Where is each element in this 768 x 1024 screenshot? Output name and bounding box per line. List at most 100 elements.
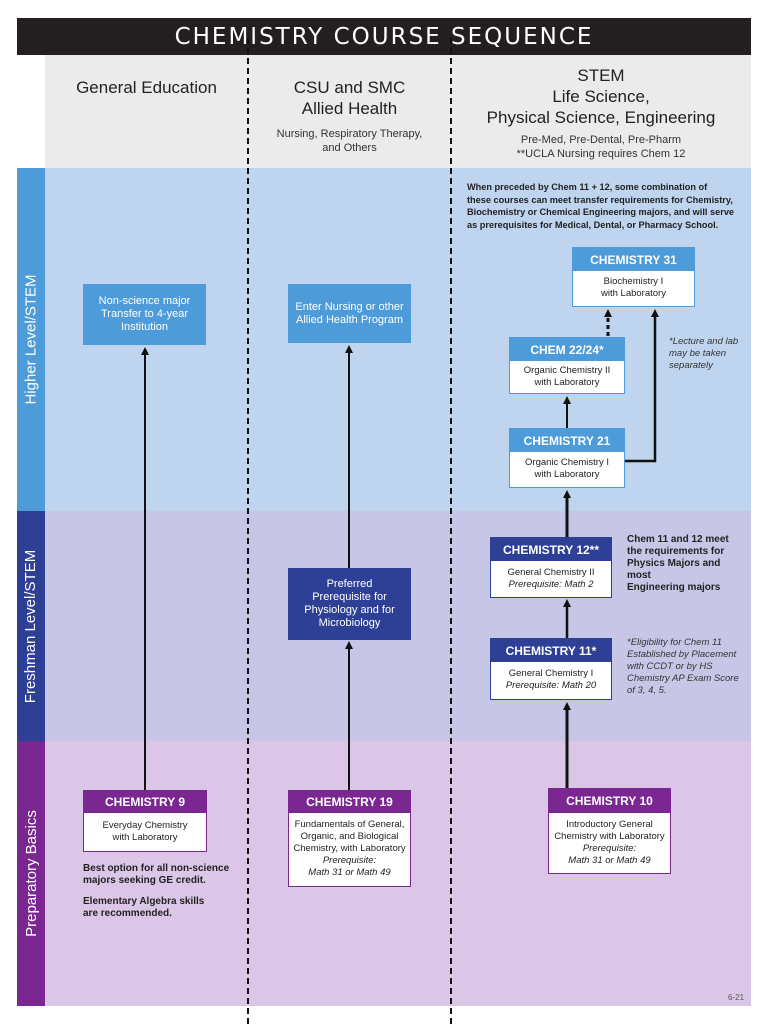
chem31-line2: with Laboratory [601,288,666,299]
note-eligibility: *Eligibility for Chem 11 Established by … [627,637,747,697]
box-chemistry-9: CHEMISTRY 9 Everyday Chemistry with Labo… [83,790,207,852]
title-bar: CHEMISTRY COURSE SEQUENCE [17,18,751,55]
box-chemistry-11: CHEMISTRY 11* General Chemistry I Prereq… [490,638,612,700]
chem21-line1: Organic Chemistry I [525,457,609,468]
chem10-line2: Chemistry with Laboratory [554,830,665,842]
stem-intro-line3: Biochemistry or Chemical Engineering maj… [467,207,735,217]
note-best-option: Best option for all non-science majors s… [83,863,243,887]
chem22-line2: with Laboratory [534,376,600,388]
stem-sub-2: **UCLA Nursing requires Chem 12 [516,148,686,160]
nursing-line2: Allied Health Program [296,313,403,326]
csu-sub-1: Nursing, Respiratory Therapy, [276,128,423,140]
box-nonscience-transfer: Non-science major Transfer to 4-year Ins… [83,284,206,345]
lecture-lab-line1: *Lecture and lab [669,336,739,347]
nonscience-line2: Transfer to 4-year [100,308,188,320]
note-lecture-lab: *Lecture and lab may be taken separately [669,336,749,372]
arrow-chem21-to-chem31 [623,309,659,463]
preferred-line4: Microbiology [318,617,381,629]
algebra-line2: are recommended. [83,908,172,919]
algebra-line1: Elementary Algebra skills [83,896,205,907]
chem19-line4: Prerequisite: [322,855,377,866]
eligibility-line2: Established by Placement [627,649,737,660]
box-preferred-prerequisite: Preferred Prerequisite for Physiology an… [288,568,411,640]
box-chem-22-24: CHEM 22/24* Organic Chemistry II with La… [509,337,625,394]
chem31-body: Biochemistry I with Laboratory [573,271,694,305]
chem9-line2: with Laboratory [112,831,178,843]
chem10-line1: Introductory General [566,818,653,830]
chem21-body: Organic Chemistry I with Laboratory [510,452,624,486]
column-divider-right [450,38,452,1024]
chem9-body: Everyday Chemistry with Laboratory [84,813,206,850]
preferred-line1: Preferred [326,578,373,590]
preferred-line3: Physiology and for [304,604,395,616]
chem11-12-line4: Engineering majors [627,582,721,593]
chem11-line1: General Chemistry I [508,668,594,679]
box-chemistry-31: CHEMISTRY 31 Biochemistry I with Laborat… [572,247,695,307]
footer-code: 6-21 [728,993,745,1002]
column-header-general: General Education [45,55,248,168]
box-chemistry-10: CHEMISTRY 10 Introductory General Chemis… [548,788,671,874]
level-tab-freshman: Freshman Level/STEM [17,511,45,741]
chem31-line1: Biochemistry I [603,276,664,287]
chem19-line3: Chemistry, with Laboratory [293,843,406,854]
level-tab-higher: Higher Level/STEM [17,168,45,511]
box-enter-nursing: Enter Nursing or other Allied Health Pro… [288,284,411,343]
chem10-line4: Math 31 or Math 49 [568,854,651,866]
chem12-line1: General Chemistry II [507,566,595,578]
chem19-line2: Organic, and Biological [300,831,399,842]
csu-heading-2: Allied Health [301,99,398,118]
column-divider-left [247,38,249,1024]
box-chemistry-12: CHEMISTRY 12** General Chemistry II Prer… [490,537,612,598]
note-algebra: Elementary Algebra skills are recommende… [83,896,243,920]
chem19-title: CHEMISTRY 19 [289,791,410,813]
chem22-title: CHEM 22/24* [510,338,624,361]
chem11-line2: Prerequisite: Math 20 [505,680,597,691]
chem12-body: General Chemistry II Prerequisite: Math … [491,561,611,596]
best-option-line1: Best option for all non-science [83,863,230,874]
column-header-csu: CSU and SMC Allied Health Nursing, Respi… [248,55,451,168]
chem10-body: Introductory General Chemistry with Labo… [549,813,670,872]
best-option-line2: majors seeking GE credit. [83,875,206,886]
stem-sub-1: Pre-Med, Pre-Dental, Pre-Pharm [520,134,682,146]
nonscience-line1: Non-science major [98,295,191,307]
note-chem11-12: Chem 11 and 12 meet the requirements for… [627,534,747,594]
chem11-title: CHEMISTRY 11* [491,639,611,662]
level-tab-prep: Preparatory Basics [17,741,45,1006]
lecture-lab-line2: may be taken [669,348,727,359]
chem12-title: CHEMISTRY 12** [491,538,611,561]
chem21-line2: with Laboratory [534,469,600,480]
chem11-12-line1: Chem 11 and 12 meet [627,534,729,545]
eligibility-line4: Chemistry AP Exam Score [627,673,739,684]
note-stem-intro: When preceded by Chem 11 + 12, some comb… [467,181,747,231]
stem-heading-2: Life Science, [552,87,650,106]
chem19-body: Fundamentals of General, Organic, and Bi… [289,813,410,885]
chem21-title: CHEMISTRY 21 [510,429,624,452]
stem-intro-line1: When preceded by Chem 11 + 12, some comb… [467,182,708,192]
csu-sub-2: and Others [322,142,377,154]
chem11-12-line2: the requirements for [627,546,725,557]
general-heading: General Education [76,78,217,97]
stem-intro-line2: these courses can meet transfer requirem… [467,194,733,205]
chem10-title: CHEMISTRY 10 [549,789,670,813]
nursing-line1: Enter Nursing or other [295,300,404,313]
stem-intro-line4: as prerequisites for Medical, Dental, or… [467,219,719,230]
chem9-line1: Everyday Chemistry [102,819,188,831]
chem19-line5: Math 31 or Math 49 [308,867,391,878]
nonscience-line3: Institution [120,321,169,333]
box-chemistry-19: CHEMISTRY 19 Fundamentals of General, Or… [288,790,411,887]
chem11-12-line3: Physics Majors and most [627,558,721,581]
stem-heading-1: STEM [577,66,625,85]
box-chemistry-21: CHEMISTRY 21 Organic Chemistry I with La… [509,428,625,488]
page-title: CHEMISTRY COURSE SEQUENCE [174,23,594,50]
chem10-line3: Prerequisite: [582,842,637,854]
eligibility-line1: *Eligibility for Chem 11 [627,637,722,648]
chem11-body: General Chemistry I Prerequisite: Math 2… [491,662,611,698]
stem-heading-3: Physical Science, Engineering [486,108,716,127]
chem19-line1: Fundamentals of General, [294,819,405,830]
preferred-line2: Prerequisite for [312,591,387,603]
csu-heading-1: CSU and SMC [293,78,406,97]
lecture-lab-line3: separately [669,360,713,371]
chem22-body: Organic Chemistry II with Laboratory [510,361,624,392]
chem31-title: CHEMISTRY 31 [573,248,694,271]
